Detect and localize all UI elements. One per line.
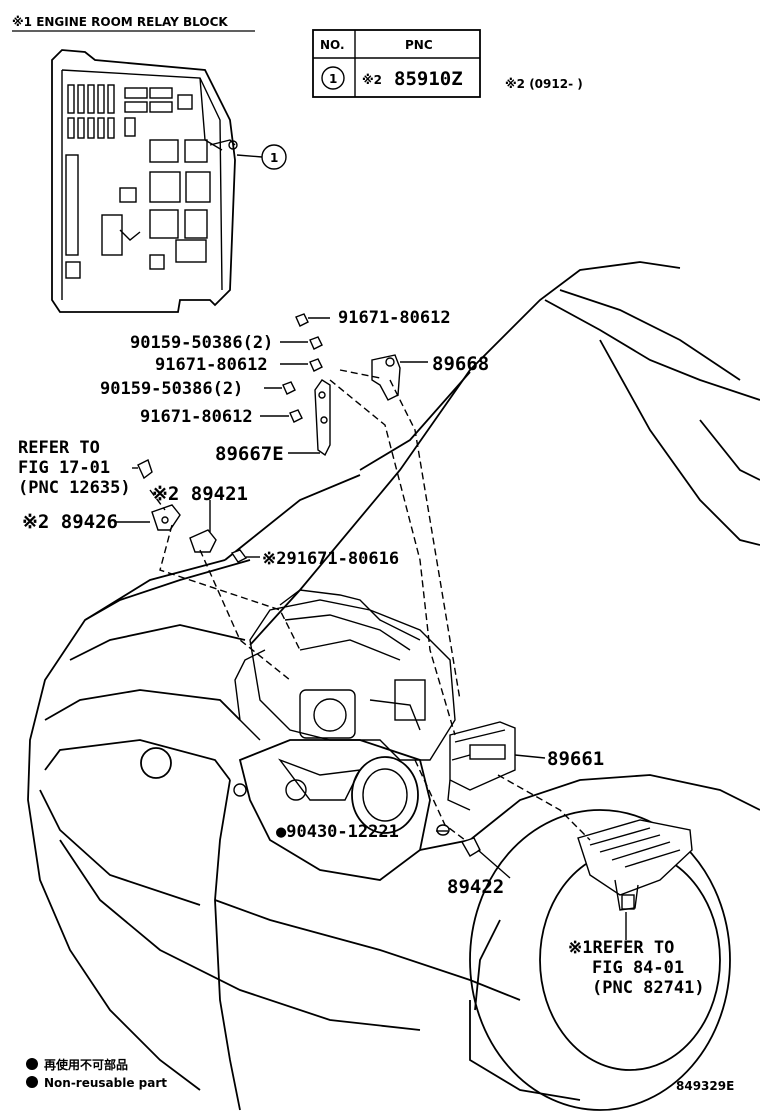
bracket-part-89668 (371, 354, 401, 401)
relay-block-title: ※1 ENGINE ROOM RELAY BLOCK (12, 15, 228, 29)
sensor-part-89421 (189, 529, 217, 553)
legend-text-en: Non-reusable part (44, 1076, 167, 1090)
label-91671-80612-top: 91671-80612 (338, 308, 451, 328)
sensor-part-89422 (460, 837, 481, 857)
label-89426: ※2 89426 (22, 511, 118, 533)
callout-number-1: 1 (270, 151, 278, 165)
label-91671-80612-mid: 91671-80612 (155, 355, 268, 375)
pipe-clamp-refer-17-01 (137, 459, 153, 480)
figure-id: 849329E (676, 1079, 734, 1093)
label-90159-50386-b: 90159-50386(2) (100, 379, 243, 399)
pnc-table-row-pnc: 85910Z (394, 68, 463, 90)
ecm-part-89661 (447, 721, 516, 811)
pnc-table-header-pnc: PNC (405, 38, 433, 52)
bracket-part-89426 (151, 504, 181, 531)
install-dashed-lines (149, 369, 591, 841)
legend: 再使用不可部品 Non-reusable part (26, 1057, 167, 1090)
pnc-table: NO. PNC 1 ※2 85910Z (312, 29, 481, 98)
label-89668: 89668 (432, 353, 489, 375)
vehicle-outline (27, 261, 760, 1111)
note-date-range: ※2 (0912- ) (505, 77, 583, 91)
pnc-table-row-mark: ※2 (362, 73, 382, 87)
label-refer-84-01-line1: ※1REFER TO (568, 938, 674, 958)
washer-part-90430-12221 (436, 824, 450, 836)
label-89421: ※2 89421 (152, 483, 248, 505)
label-91671-80612-low: 91671-80612 (140, 407, 253, 427)
leader-lines (115, 317, 627, 940)
label-91671-80616: ※291671-80616 (262, 549, 399, 569)
label-89661: 89661 (547, 748, 604, 770)
legend-bullet-en (26, 1076, 38, 1088)
bracket-part-89667E (314, 379, 331, 457)
label-refer-84-01-line3: (PNC 82741) (592, 978, 705, 998)
relay-box-refer-84-01 (577, 819, 693, 911)
legend-text-jp: 再使用不可部品 (44, 1057, 128, 1072)
label-90430-12221: ●90430-12221 (276, 822, 399, 842)
label-89422: 89422 (447, 876, 504, 898)
label-refer-84-01-line2: FIG 84-01 (592, 958, 684, 978)
callout-circle-1 (261, 144, 287, 170)
label-90159-50386-a: 90159-50386(2) (130, 333, 273, 353)
legend-bullet-jp (26, 1058, 38, 1070)
pnc-table-header-no: NO. (320, 38, 345, 52)
pnc-table-row-no: 1 (329, 72, 337, 86)
engine-assembly (233, 589, 456, 801)
label-refer-17-01-line3: (PNC 12635) (18, 478, 131, 498)
engine-room-relay-block (51, 49, 238, 313)
label-refer-17-01-line2: FIG 17-01 (18, 458, 110, 478)
label-89667E: 89667E (215, 443, 284, 465)
label-refer-17-01-line1: REFER TO (18, 438, 100, 458)
bolt-icons (282, 313, 323, 423)
bolt-part-91671-80616 (230, 549, 248, 563)
